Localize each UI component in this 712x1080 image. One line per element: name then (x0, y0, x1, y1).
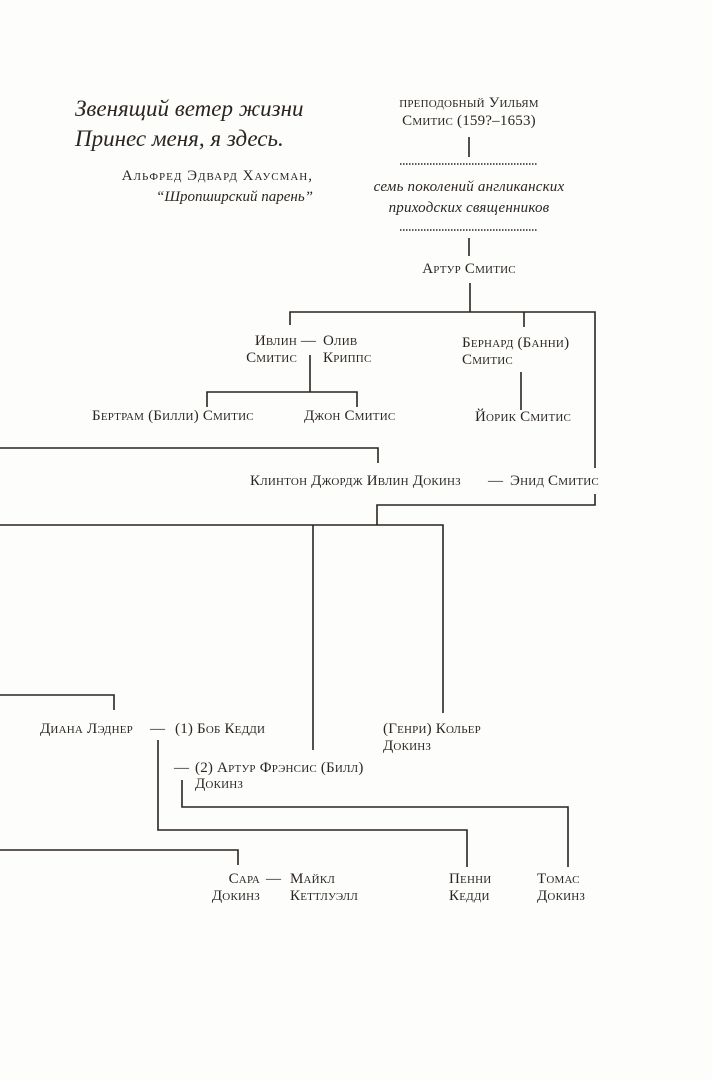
person-thomas-first: Томас (537, 871, 580, 887)
person-clinton: Клинтон Джордж Ивлин Докинз (250, 473, 461, 489)
person-diana: Диана Лэднер (40, 721, 133, 737)
epigraph-attribution: Альфред Эдвард Хаусман, “Шропширский пар… (122, 166, 313, 208)
ancestor-title: преподобный Уильям (399, 95, 539, 111)
epigraph-source: “Шропширский парень” (155, 189, 313, 205)
epigraph-line: Звенящий ветер жизни (75, 96, 304, 121)
epigraph-verse: Звенящий ветер жизни Принес меня, я здес… (75, 94, 304, 154)
person-arthur-smythies: Артур Смитис (422, 261, 516, 277)
marriage-dash: — (150, 721, 166, 737)
person-olive-last: Криппс (323, 350, 372, 366)
person-bernard-last: Смитис (462, 352, 513, 368)
person-michael-first: Майкл (290, 871, 336, 887)
person-sarah-last: Докинз (211, 888, 260, 904)
marriage-dash: — (488, 473, 504, 489)
person-penny-last: Кедди (449, 888, 490, 904)
marriage-dash: — (301, 333, 317, 349)
person-colyear-last: Докинз (383, 738, 432, 754)
person-evelyn-first: Ивлин (254, 333, 297, 349)
marriage-dash: — (266, 871, 282, 887)
person-penny-first: Пенни (449, 871, 492, 887)
person-enid: Энид Смитис (510, 473, 599, 489)
person-yorick: Йорик Смитис (475, 409, 572, 425)
person-colyear-first: (Генри) Кольер (383, 721, 481, 737)
person-evelyn-last: Смитис (246, 350, 297, 366)
person-thomas-last: Докинз (537, 888, 586, 904)
person-bill-first: (2) Артур Фрэнсис (Билл) (195, 760, 364, 776)
person-michael-last: Кеттлуэлл (290, 888, 359, 904)
person-bill-last: Докинз (195, 776, 244, 792)
ancestor-name: Смитис (159?–1653) (402, 113, 536, 129)
person-sarah-first: Сара (228, 871, 260, 887)
epigraph-author: Альфред Эдвард Хаусман, (121, 168, 313, 184)
person-olive-first: Олив (323, 333, 358, 349)
generations-note-line: семь поколений англиканских (373, 179, 565, 195)
epigraph-line: Принес меня, я здесь. (75, 126, 284, 151)
marriage-dash: — (174, 760, 190, 776)
person-john: Джон Смитис (304, 408, 396, 424)
generations-note-line: приходских священников (388, 200, 550, 216)
person-bob: (1) Боб Кедди (175, 721, 266, 737)
person-bernard-first: Бернард (Банни) (462, 335, 570, 351)
person-bertram: Бертрам (Билли) Смитис (92, 408, 254, 424)
